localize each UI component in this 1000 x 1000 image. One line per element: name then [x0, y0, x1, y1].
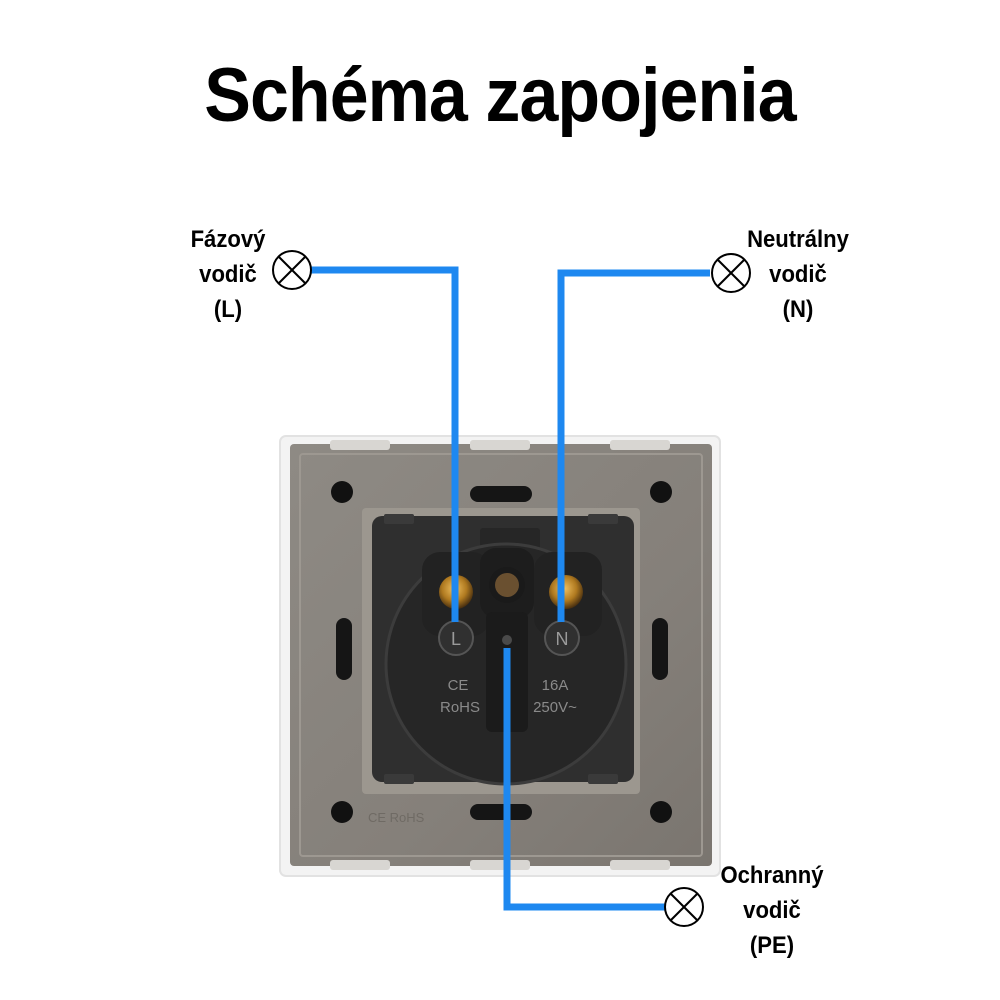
frame-slot-right: [652, 618, 668, 680]
screw-pe-head: [495, 573, 519, 597]
page-title: Schéma zapojenia: [204, 53, 796, 138]
frame-clip-bottom-center: [470, 860, 530, 870]
phase-label-line2: vodič: [199, 261, 257, 288]
neutral-terminal-icon: [711, 253, 751, 293]
pe-contact-point: [502, 635, 512, 645]
earth-label-line2: vodič: [743, 897, 801, 924]
mounting-hole-bottom-left: [331, 801, 353, 823]
frame-clip-bottom-left: [330, 860, 390, 870]
terminal-label-n: N: [556, 629, 569, 649]
phase-terminal-icon: [272, 250, 312, 290]
module-tab-right-bottom: [588, 774, 618, 784]
phase-wire: [310, 266, 459, 622]
frame-clip-top-right: [610, 440, 670, 450]
earth-wire: [503, 648, 666, 911]
frame-slot-top: [470, 486, 532, 502]
frame-clip-top-center: [470, 440, 530, 450]
mounting-hole-top-left: [331, 481, 353, 503]
phase-wire-label: Fázový vodič (L): [173, 222, 283, 327]
mounting-hole-bottom-right: [650, 801, 672, 823]
neutral-wire: [557, 269, 710, 622]
screw-n: [549, 575, 583, 609]
neutral-wire-label: Neutrálny vodič (N): [737, 222, 858, 327]
rating-voltage: 250V~: [533, 699, 577, 716]
earth-label-line3: (PE): [749, 932, 795, 959]
module-tab-left-top: [384, 514, 414, 524]
frame-slot-left: [336, 618, 352, 680]
module-tab-right-top: [588, 514, 618, 524]
phase-label-line3: (L): [213, 296, 243, 323]
phase-label-line1: Fázový: [190, 226, 266, 253]
frame-inner-bevel: [299, 453, 703, 857]
mark-rohs: RoHS: [440, 699, 480, 716]
frame-slot-bottom: [470, 804, 532, 820]
frame-clip-top-left: [330, 440, 390, 450]
mark-ce: CE: [448, 677, 469, 694]
terminal-label-l: L: [451, 629, 461, 649]
neutral-label-line1: Neutrálny: [747, 226, 849, 253]
neutral-label-line3: (N): [782, 296, 814, 323]
frame-mark: CE RoHS: [368, 810, 425, 825]
mounting-hole-top-right: [650, 481, 672, 503]
earth-terminal-icon: [664, 887, 704, 927]
module-tab-left-bottom: [384, 774, 414, 784]
rating-current: 16A: [542, 677, 569, 694]
neutral-label-line2: vodič: [769, 261, 827, 288]
earth-wire-label: Ochranný vodič (PE): [709, 858, 834, 963]
earth-label-line1: Ochranný: [720, 862, 824, 889]
frame-clip-bottom-right: [610, 860, 670, 870]
